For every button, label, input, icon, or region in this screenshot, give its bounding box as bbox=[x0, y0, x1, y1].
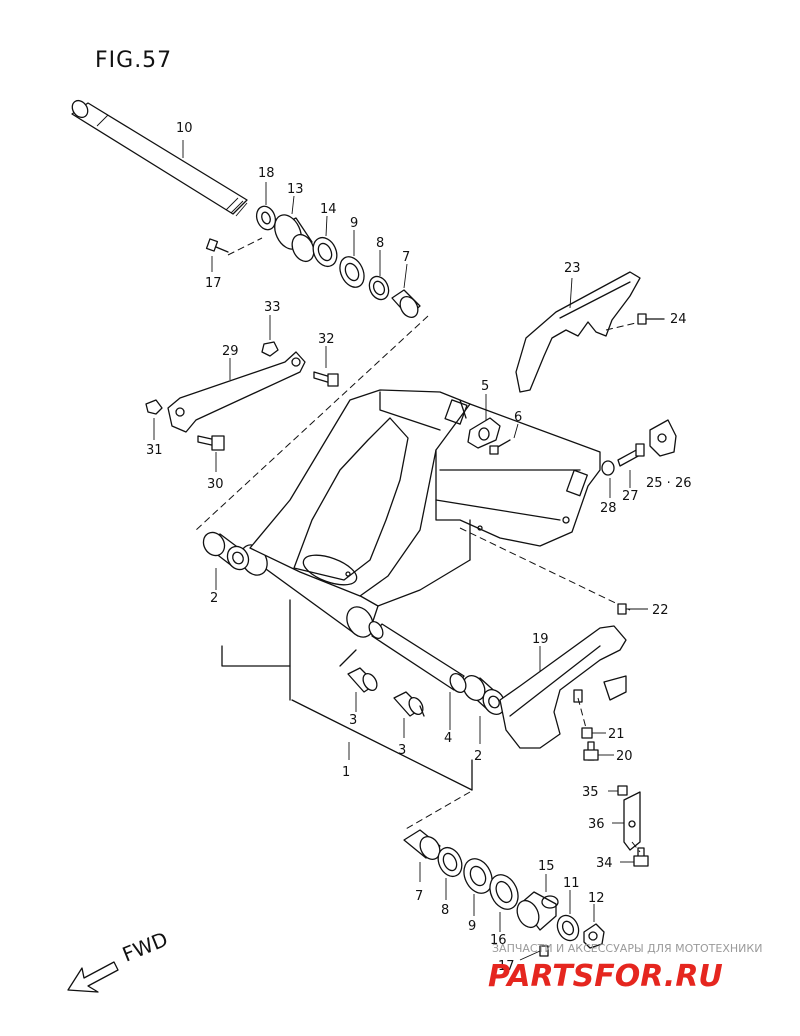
callout-2-right: 2 bbox=[474, 749, 482, 764]
adjuster-part-25-26 bbox=[649, 419, 677, 457]
washer-part-11 bbox=[556, 914, 580, 942]
bearing-part-16 bbox=[489, 874, 519, 910]
callout-35: 35 bbox=[582, 785, 599, 800]
callout-13: 13 bbox=[287, 182, 304, 197]
callout-31: 31 bbox=[146, 443, 163, 458]
callout-7-top: 7 bbox=[402, 250, 410, 265]
bolt-part-17-bottom bbox=[519, 945, 549, 961]
callout-22: 22 bbox=[652, 603, 669, 618]
screw-part-24 bbox=[637, 313, 665, 325]
callout-11: 11 bbox=[563, 876, 580, 891]
callout-17-top: 17 bbox=[205, 276, 222, 291]
callout-17-bottom: 17 bbox=[498, 959, 515, 974]
torque-rod-part-29 bbox=[167, 351, 306, 433]
callout-24: 24 bbox=[670, 312, 687, 327]
callout-27: 27 bbox=[622, 489, 639, 504]
callout-25-26: 25 · 26 bbox=[646, 476, 691, 491]
pivot-shaft-part-10 bbox=[71, 99, 248, 217]
callout-8-top: 8 bbox=[376, 236, 384, 251]
watermark-caption: ЗАПЧАСТИ И АКСЕССУАРЫ ДЛЯ МОТОТЕХНИКИ bbox=[492, 942, 762, 955]
callout-16: 16 bbox=[490, 933, 507, 948]
callout-3-a: 3 bbox=[349, 713, 357, 728]
collar-part-13 bbox=[274, 214, 315, 263]
washer-part-8-lower bbox=[437, 846, 463, 878]
nut-part-21 bbox=[581, 727, 606, 739]
screw-part-22 bbox=[617, 603, 648, 615]
collar-part-3-b bbox=[393, 691, 424, 717]
nut-part-31 bbox=[145, 399, 163, 440]
collar-part-3-a bbox=[347, 667, 378, 693]
bearing-part-14 bbox=[312, 236, 338, 268]
callout-29: 29 bbox=[222, 344, 239, 359]
bolt-part-34 bbox=[620, 847, 649, 867]
callout-2-left: 2 bbox=[210, 591, 218, 606]
callout-19: 19 bbox=[532, 632, 549, 647]
callout-9-bottom: 9 bbox=[468, 919, 476, 934]
callout-15: 15 bbox=[538, 859, 555, 874]
callout-21: 21 bbox=[608, 727, 625, 742]
seal-part-9 bbox=[339, 256, 365, 288]
spacer-part-7-lower bbox=[403, 829, 441, 860]
nut-part-12 bbox=[583, 923, 605, 949]
bearing-part-2-left bbox=[202, 531, 250, 571]
bolt-part-20 bbox=[583, 741, 614, 761]
clip-part-35 bbox=[608, 785, 628, 796]
callout-14: 14 bbox=[320, 202, 337, 217]
callout-8-bottom: 8 bbox=[441, 903, 449, 918]
nut-part-28 bbox=[601, 460, 615, 476]
seal-part-9-lower bbox=[463, 858, 493, 894]
forward-label: FWD bbox=[119, 927, 171, 967]
watermark-brand: PARTSFOR.RU bbox=[488, 959, 723, 994]
callout-34: 34 bbox=[596, 856, 613, 871]
callout-12: 12 bbox=[588, 891, 605, 906]
nut-part-33 bbox=[261, 315, 279, 357]
collar-part-15 bbox=[516, 891, 559, 931]
callout-20: 20 bbox=[616, 749, 633, 764]
adjust-bolt-part-27 bbox=[617, 443, 645, 467]
callout-32: 32 bbox=[318, 332, 335, 347]
washer-part-18 bbox=[255, 205, 277, 231]
callout-10: 10 bbox=[176, 121, 193, 136]
callout-36: 36 bbox=[588, 817, 605, 832]
bracket-part-36 bbox=[623, 791, 641, 851]
shaft-part-4 bbox=[368, 620, 467, 693]
bolt-part-30 bbox=[197, 435, 225, 472]
callout-7-bottom: 7 bbox=[415, 889, 423, 904]
bolt-part-17-top bbox=[205, 238, 229, 253]
washer-part-8 bbox=[368, 275, 390, 301]
callout-9-top: 9 bbox=[350, 216, 358, 231]
chain-case-part-19 bbox=[499, 625, 627, 749]
spacer-part-7 bbox=[391, 289, 421, 318]
callout-4: 4 bbox=[444, 731, 452, 746]
callout-33: 33 bbox=[264, 300, 281, 315]
callout-23: 23 bbox=[564, 261, 581, 276]
callout-6: 6 bbox=[514, 410, 522, 425]
callout-1: 1 bbox=[342, 765, 350, 780]
plate-part-5 bbox=[467, 417, 501, 449]
callout-28: 28 bbox=[600, 501, 617, 516]
callout-30: 30 bbox=[207, 477, 224, 492]
forward-direction-arrow bbox=[67, 961, 119, 993]
callout-3-b: 3 bbox=[398, 743, 406, 758]
chain-guard-part-23 bbox=[515, 271, 641, 393]
bearing-part-2-right bbox=[462, 675, 506, 715]
screw-part-6 bbox=[489, 439, 511, 455]
bolt-part-32 bbox=[313, 346, 339, 387]
callout-18: 18 bbox=[258, 166, 275, 181]
callout-5: 5 bbox=[481, 379, 489, 394]
figure-title: FIG.57 bbox=[95, 48, 172, 73]
